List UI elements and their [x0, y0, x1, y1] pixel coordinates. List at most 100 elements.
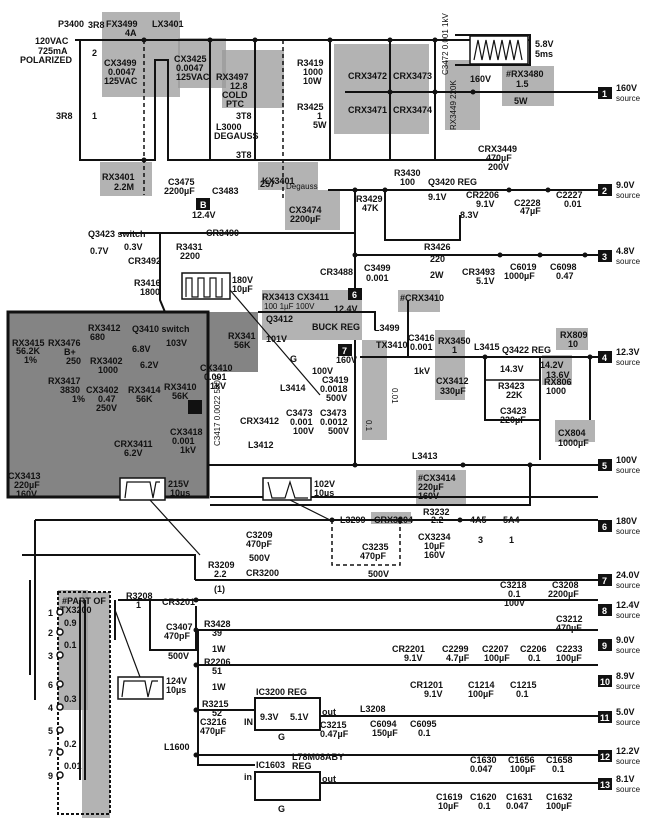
svg-text:RX3476: RX3476 — [48, 338, 81, 348]
svg-text:100V: 100V — [616, 455, 637, 465]
svg-text:160V: 160V — [16, 489, 37, 499]
svg-text:124V: 124V — [166, 676, 187, 686]
svg-text:source: source — [616, 646, 641, 655]
svg-text:RX3497: RX3497 — [216, 72, 249, 82]
svg-text:CRX3449: CRX3449 — [478, 144, 517, 154]
tx3200-outline — [57, 591, 111, 815]
svg-text:C2299: C2299 — [442, 644, 469, 654]
svg-text:10: 10 — [568, 339, 578, 349]
svg-text:C1656: C1656 — [508, 755, 535, 765]
svg-text:0.1: 0.1 — [516, 689, 529, 699]
svg-text:CX804: CX804 — [558, 428, 586, 438]
svg-text:1%: 1% — [72, 394, 85, 404]
svg-text:5.1V: 5.1V — [290, 712, 309, 722]
svg-text:10W: 10W — [303, 76, 322, 86]
svg-text:56K: 56K — [136, 394, 153, 404]
svg-text:C3473: C3473 — [286, 408, 313, 418]
svg-text:R3419: R3419 — [297, 58, 324, 68]
svg-text:8.3V: 8.3V — [460, 210, 479, 220]
svg-text:160V: 160V — [616, 83, 637, 93]
svg-text:180V: 180V — [616, 516, 637, 526]
svg-text:0.01: 0.01 — [64, 761, 82, 771]
svg-text:C3218: C3218 — [500, 580, 527, 590]
svg-text:source: source — [616, 94, 641, 103]
svg-text:C3475: C3475 — [168, 177, 195, 187]
svg-text:2200µF: 2200µF — [290, 214, 321, 224]
svg-text:source: source — [616, 466, 641, 475]
svg-text:R3430: R3430 — [394, 168, 421, 178]
svg-text:13.6V: 13.6V — [546, 370, 570, 380]
svg-text:0.1: 0.1 — [478, 801, 491, 811]
svg-text:56K: 56K — [234, 340, 251, 350]
svg-text:220µF: 220µF — [500, 415, 526, 425]
svg-text:0.2: 0.2 — [64, 739, 77, 749]
svg-text:RX3401: RX3401 — [102, 172, 135, 182]
svg-text:C1215: C1215 — [510, 680, 537, 690]
svg-text:10µF: 10µF — [438, 801, 459, 811]
svg-text:100µF: 100µF — [510, 764, 536, 774]
svg-text:#PART OF: #PART OF — [62, 596, 106, 606]
svg-text:0.47: 0.47 — [98, 394, 116, 404]
svg-text:39: 39 — [212, 628, 222, 638]
svg-text:in: in — [244, 772, 252, 782]
svg-text:C3208: C3208 — [552, 580, 579, 590]
svg-text:source: source — [616, 581, 641, 590]
svg-text:1W: 1W — [212, 682, 226, 692]
svg-text:REG: REG — [292, 761, 312, 771]
svg-text:9.1V: 9.1V — [424, 689, 443, 699]
svg-text:9.1V: 9.1V — [428, 192, 447, 202]
svg-text:L3415: L3415 — [474, 342, 500, 352]
svg-text:CX3499: CX3499 — [104, 58, 137, 68]
svg-text:R3429: R3429 — [356, 194, 383, 204]
svg-text:L1600: L1600 — [164, 742, 190, 752]
svg-text:Q3410 switch: Q3410 switch — [132, 324, 190, 334]
svg-text:47µF: 47µF — [520, 206, 541, 216]
svg-text:POLARIZED: POLARIZED — [20, 55, 73, 65]
svg-text:RX3414: RX3414 — [128, 385, 161, 395]
svg-text:#CX3414: #CX3414 — [418, 473, 456, 483]
svg-text:Q3422 REG: Q3422 REG — [502, 345, 551, 355]
svg-text:0.1: 0.1 — [528, 653, 541, 663]
svg-text:9.0V: 9.0V — [616, 635, 635, 645]
svg-text:C6095: C6095 — [410, 719, 437, 729]
svg-text:source: source — [616, 191, 641, 200]
svg-text:470pF: 470pF — [360, 551, 387, 561]
source-terminals: 1 2 3 4 5 6 7 8 9 10 11 12 13 — [598, 87, 612, 790]
svg-text:C1630: C1630 — [470, 755, 497, 765]
svg-text:200V: 200V — [488, 162, 509, 172]
svg-text:C3472 0.001 1kV: C3472 0.001 1kV — [441, 13, 450, 75]
svg-text:C3209: C3209 — [246, 530, 273, 540]
svg-text:0.0047: 0.0047 — [108, 67, 136, 77]
svg-text:RX3415: RX3415 — [12, 338, 45, 348]
svg-text:0.1: 0.1 — [508, 589, 521, 599]
svg-text:250: 250 — [66, 356, 81, 366]
svg-text:C6094: C6094 — [370, 719, 397, 729]
svg-text:1W: 1W — [212, 644, 226, 654]
svg-text:160V: 160V — [418, 491, 439, 501]
svg-text:680: 680 — [90, 332, 105, 342]
svg-text:125VAC: 125VAC — [176, 72, 210, 82]
tx3200-pins — [56, 600, 86, 780]
svg-text:2200µF: 2200µF — [164, 186, 195, 196]
svg-text:0.9: 0.9 — [64, 618, 77, 628]
svg-text:RX341: RX341 — [228, 331, 256, 341]
svg-text:101V: 101V — [266, 334, 287, 344]
ic3200-box — [254, 697, 321, 731]
svg-text:L3499: L3499 — [374, 323, 400, 333]
svg-text:LX3401: LX3401 — [152, 19, 184, 29]
svg-text:500V: 500V — [168, 651, 189, 661]
svg-text:125VAC: 125VAC — [104, 76, 138, 86]
svg-text:12: 12 — [600, 752, 610, 762]
svg-text:5W: 5W — [514, 96, 528, 106]
svg-text:10µs: 10µs — [314, 488, 334, 498]
svg-text:4: 4 — [602, 353, 607, 363]
svg-text:3T8: 3T8 — [236, 150, 252, 160]
svg-text:7: 7 — [342, 346, 347, 356]
svg-text:3R8: 3R8 — [88, 20, 105, 30]
svg-text:G: G — [278, 804, 285, 814]
svg-text:12.4V: 12.4V — [334, 304, 358, 314]
svg-text:C2206: C2206 — [520, 644, 547, 654]
svg-text:CX3418: CX3418 — [170, 427, 203, 437]
svg-text:160V: 160V — [424, 550, 445, 560]
svg-text:source: source — [616, 611, 641, 620]
